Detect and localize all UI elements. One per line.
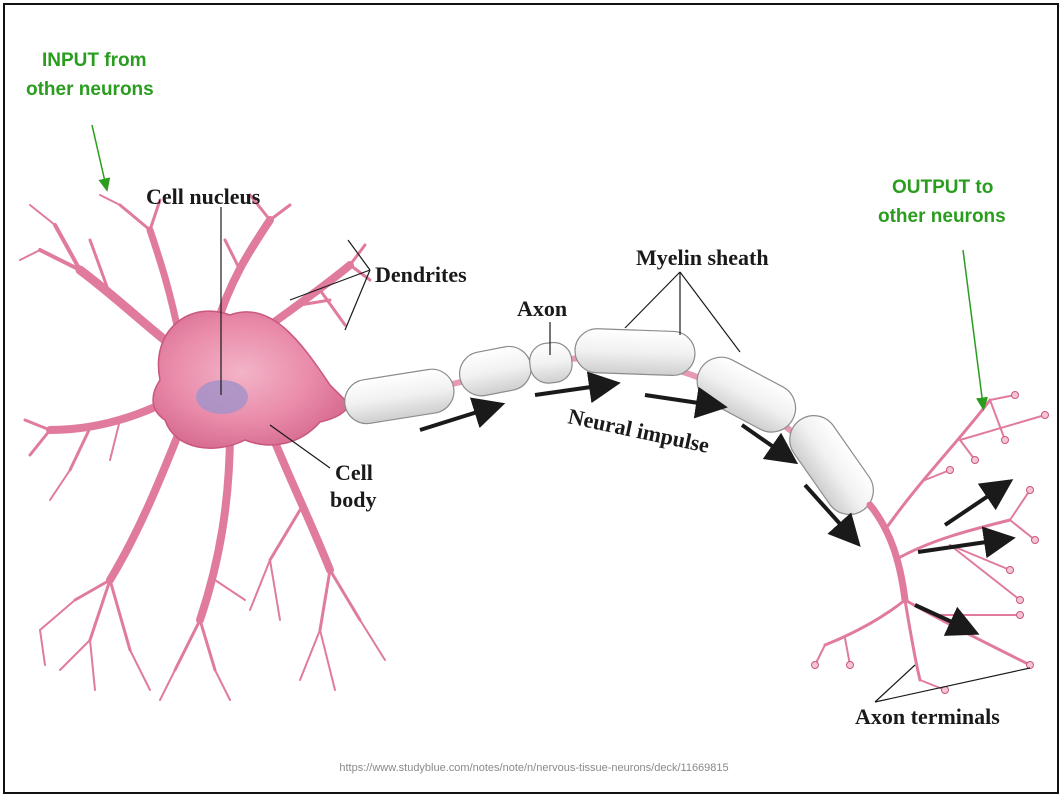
axon-terminal-branches	[815, 395, 1045, 690]
input-label-line2: other neurons	[26, 79, 154, 100]
cell-nucleus-label: Cell nucleus	[146, 184, 261, 209]
input-label-line1: INPUT from	[42, 50, 147, 71]
source-url: https://www.studyblue.com/notes/note/n/n…	[339, 762, 728, 774]
axon-label: Axon	[517, 296, 567, 321]
input-arrow	[92, 125, 106, 186]
cell-body	[153, 311, 350, 448]
dendrites-label: Dendrites	[375, 262, 467, 287]
output-label-line1: OUTPUT to	[892, 177, 993, 198]
impulse-arrows	[420, 385, 1000, 628]
cell-body-label-line1: Cell	[335, 460, 373, 485]
neural-impulse-label: Neural impulse	[566, 403, 712, 457]
cell-nucleus	[196, 380, 248, 414]
axon-terminals-label: Axon terminals	[855, 704, 1000, 729]
output-arrow	[963, 250, 983, 405]
output-label-line2: other neurons	[878, 206, 1006, 227]
cell-body-label-line2: body	[330, 487, 376, 512]
myelin-sheath-label: Myelin sheath	[636, 245, 769, 270]
